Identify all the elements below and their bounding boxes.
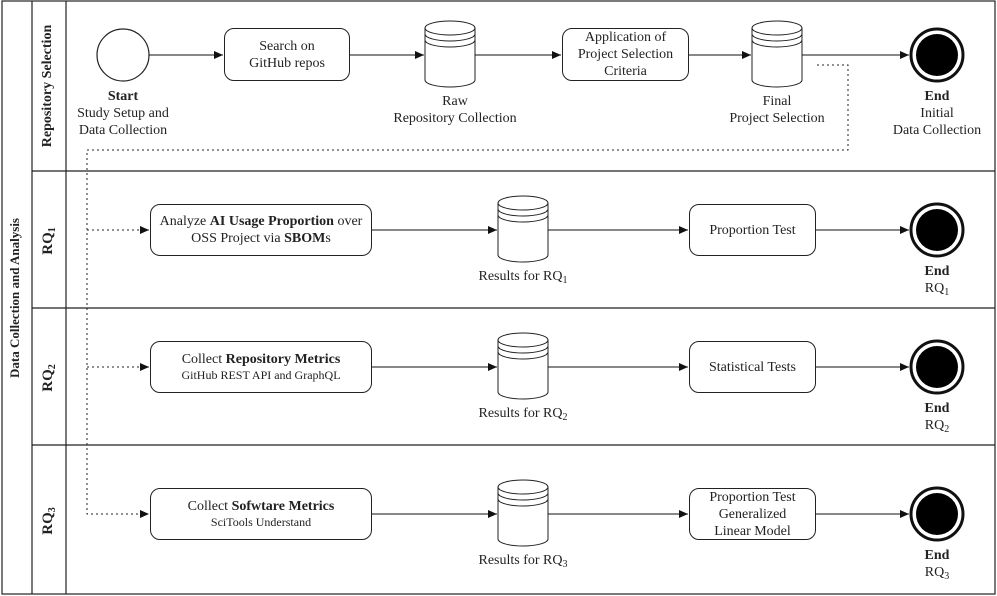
rq3-results-sub: 3 <box>562 559 568 570</box>
end-rq1-sub: 1 <box>944 287 950 298</box>
end-event-initial <box>909 27 965 83</box>
task-collect-repository-metrics: Collect Repository Metrics GitHub REST A… <box>150 341 372 393</box>
rq1-task-line2-pre: OSS Project via <box>191 231 285 246</box>
rq2-results-sub: 2 <box>562 412 568 423</box>
lane-rq2-sub: 2 <box>47 364 58 370</box>
start-label: Start Study Setup and Data Collection <box>68 88 178 139</box>
end-initial-bold: End <box>924 89 950 104</box>
end-rq3-sub: 3 <box>944 571 950 582</box>
end-initial-label: End Initial Data Collection <box>882 88 992 139</box>
end-rq1-bold: End <box>924 264 950 279</box>
rq3-task-sub: SciTools Understand <box>210 515 312 529</box>
final-selection-label: Final Project Selection <box>717 93 837 127</box>
lane-rq3-sub: 3 <box>47 507 58 513</box>
lane-label-rq2: RQ2 <box>40 348 58 408</box>
end-rq2-bold: End <box>924 401 950 416</box>
task-criteria-line2: Project Selection <box>577 47 674 62</box>
end-rq2-label: End RQ2 <box>897 400 977 435</box>
end-event-rq2 <box>909 339 965 395</box>
end-event-rq3 <box>909 486 965 542</box>
rq2-test-text: Statistical Tests <box>708 359 797 375</box>
end-event-rq1 <box>909 202 965 258</box>
rq3-results-label: Results for RQ3 <box>463 552 583 570</box>
final-label-line2: Project Selection <box>729 111 825 126</box>
end-rq2-text: RQ <box>924 418 945 433</box>
rq2-results-label: Results for RQ2 <box>463 405 583 423</box>
task-proportion-test: Proportion Test <box>689 204 816 256</box>
task-analyze-ai-usage: Analyze AI Usage Proportion over OSS Pro… <box>150 204 372 256</box>
pool-label: Data Collection and Analysis <box>7 218 22 378</box>
rq1-test-text: Proportion Test <box>709 222 796 238</box>
lane-label-repository-selection: Repository Selection <box>40 24 55 148</box>
raw-repository-datastore <box>424 20 476 88</box>
raw-collection-label: Raw Repository Collection <box>385 93 525 127</box>
rq2-task-sub: GitHub REST API and GraphQL <box>181 368 341 382</box>
final-selection-datastore <box>751 20 803 88</box>
rq2-results-text: Results for RQ <box>478 406 563 421</box>
rq1-results-datastore <box>497 195 549 263</box>
lane-rq2-text: RQ <box>40 369 56 392</box>
task-statistical-tests: Statistical Tests <box>689 341 816 393</box>
start-event <box>96 28 150 82</box>
end-initial-line2: Data Collection <box>892 123 982 138</box>
rq1-task-pre: Analyze <box>159 214 210 229</box>
final-label-line1: Final <box>762 94 792 109</box>
rq3-results-datastore <box>497 479 549 547</box>
end-rq1-text: RQ <box>924 281 945 296</box>
rq3-test-line3: Linear Model <box>714 523 791 539</box>
lane-rq1-sub: 1 <box>47 227 58 233</box>
rq3-task-bold: Sofwtare Metrics <box>231 499 335 514</box>
task-search-github: Search on GitHub repos <box>224 28 350 81</box>
start-label-bold: Start <box>107 89 139 104</box>
rq2-results-datastore <box>497 332 549 400</box>
end-rq3-text: RQ <box>924 565 945 580</box>
rq3-test-line1: Proportion Test <box>709 489 796 505</box>
rq1-task-mid: over <box>333 214 363 229</box>
task-selection-criteria: Application of Project Selection Criteri… <box>562 28 689 81</box>
start-label-line2: Data Collection <box>78 123 168 138</box>
rq1-task-bold2: SBOM <box>284 231 326 246</box>
rq2-task-bold: Repository Metrics <box>225 352 341 367</box>
raw-label-line1: Raw <box>442 94 468 109</box>
task-criteria-line3: Criteria <box>604 64 647 79</box>
raw-label-line2: Repository Collection <box>393 111 517 126</box>
rq3-task-pre: Collect <box>187 499 232 514</box>
end-rq2-sub: 2 <box>944 424 950 435</box>
task-proportion-test-glm: Proportion Test Generalized Linear Model <box>689 488 816 540</box>
end-initial-line1: Initial <box>920 106 954 121</box>
end-rq1-label: End RQ1 <box>897 263 977 298</box>
rq1-results-text: Results for RQ <box>478 269 563 284</box>
end-rq3-bold: End <box>924 548 950 563</box>
rq1-results-sub: 1 <box>562 275 568 286</box>
rq1-task-post: s <box>325 231 331 246</box>
rq3-results-text: Results for RQ <box>478 553 563 568</box>
lane-rq1-text: RQ <box>40 232 56 255</box>
task-search-line1: Search on <box>259 38 315 54</box>
task-search-line2: GitHub repos <box>249 55 325 71</box>
lane-label-rq3: RQ3 <box>40 491 58 551</box>
rq1-results-label: Results for RQ1 <box>463 268 583 286</box>
rq2-task-pre: Collect <box>181 352 226 367</box>
lane-label-rq1: RQ1 <box>40 211 58 271</box>
task-collect-software-metrics: Collect Sofwtare Metrics SciTools Unders… <box>150 488 372 540</box>
start-label-line1: Study Setup and <box>77 106 169 121</box>
lane-rq3-text: RQ <box>40 512 56 535</box>
task-criteria-line1: Application of <box>584 30 667 45</box>
end-rq3-label: End RQ3 <box>897 547 977 582</box>
rq1-task-bold1: AI Usage Proportion <box>209 214 334 229</box>
rq3-test-line2: Generalized <box>718 506 787 522</box>
